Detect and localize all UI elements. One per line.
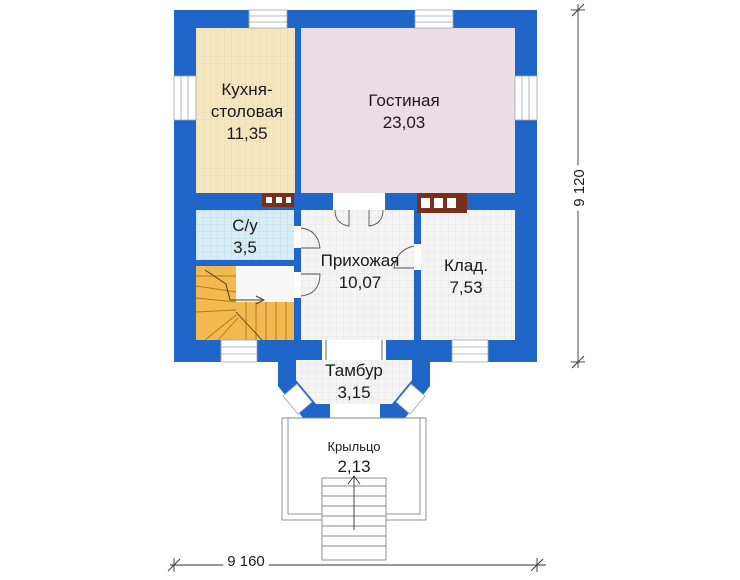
storage-area: 7,53 [449, 278, 482, 297]
bathroom-area: 3,5 [233, 238, 257, 257]
living-area: 23,03 [383, 113, 426, 132]
doors [294, 193, 421, 418]
vestibule-area: 3,15 [337, 383, 370, 402]
storage-name: Клад. [444, 256, 488, 275]
porch-name: Крыльцо [327, 439, 380, 454]
staircase [195, 266, 294, 341]
porch [281, 417, 427, 561]
living-floor [301, 28, 515, 193]
porch-area: 2,13 [337, 457, 370, 476]
kitchen-name-line1: Кухня- [221, 80, 272, 99]
depth-dimension: 9 120 [571, 169, 588, 207]
living-name: Гостиная [368, 91, 439, 110]
kitchen-name-line2: столовая [211, 102, 283, 121]
windows [173, 9, 538, 415]
kitchen-area: 11,35 [226, 124, 267, 143]
stove-center [417, 193, 467, 213]
bathroom-name: С/у [232, 216, 258, 235]
width-dimension: 9 160 [227, 553, 265, 570]
stove-left [262, 193, 294, 207]
hall-name: Прихожая [321, 251, 400, 270]
vestibule-name: Тамбур [325, 361, 383, 380]
hall-area: 10,07 [339, 273, 382, 292]
